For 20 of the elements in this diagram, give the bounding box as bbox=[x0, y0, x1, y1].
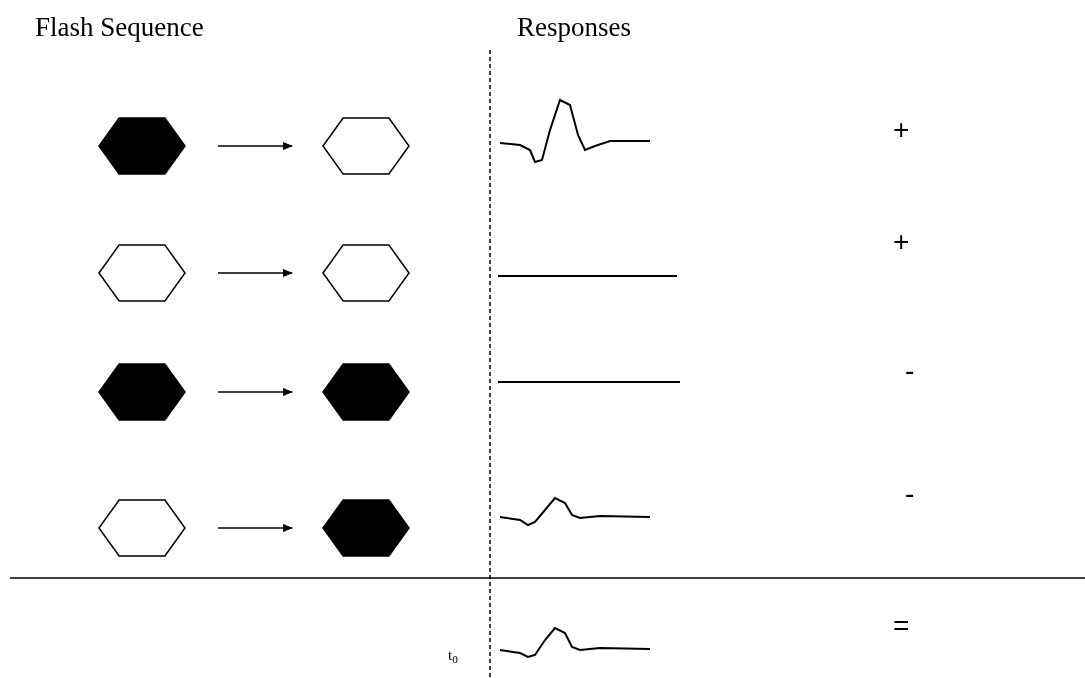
hexagon bbox=[322, 244, 410, 302]
column-heading: Responses bbox=[517, 14, 631, 41]
arrow bbox=[217, 142, 293, 150]
hexagon bbox=[98, 244, 186, 302]
arrow bbox=[217, 524, 293, 532]
sign-symbol: + bbox=[893, 116, 910, 144]
time-marker: t$_{0}$ bbox=[448, 648, 458, 663]
hexagon bbox=[322, 363, 410, 421]
column-heading: Flash Sequence bbox=[35, 14, 204, 41]
sign-symbol: + bbox=[893, 228, 910, 256]
sign-symbol: = bbox=[893, 612, 910, 640]
hexagon bbox=[322, 117, 410, 175]
hexagon bbox=[98, 117, 186, 175]
sign-symbol: - bbox=[905, 357, 915, 385]
hexagon bbox=[322, 499, 410, 557]
arrow bbox=[217, 388, 293, 396]
sign-symbol: - bbox=[905, 480, 915, 508]
hexagon bbox=[98, 499, 186, 557]
hexagon bbox=[98, 363, 186, 421]
arrow bbox=[217, 269, 293, 277]
